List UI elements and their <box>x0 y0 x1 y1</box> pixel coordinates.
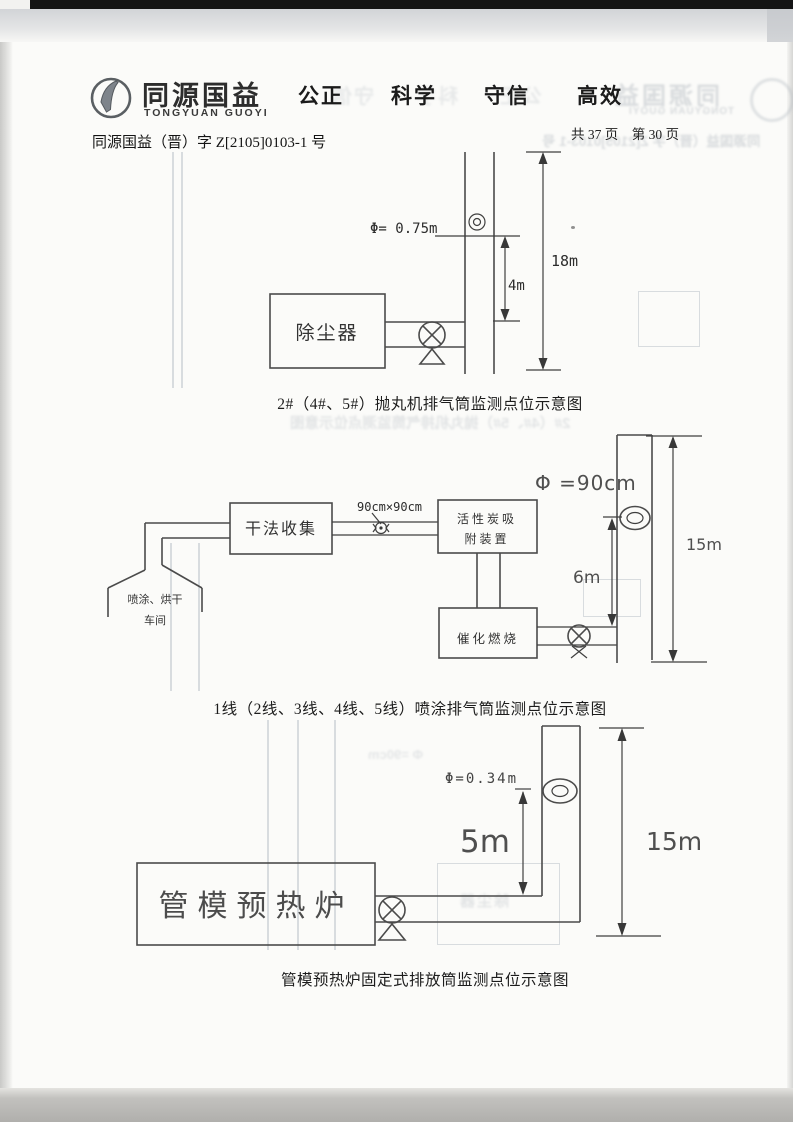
furnace-box <box>136 862 376 946</box>
arrow-up-icon <box>607 518 617 530</box>
fan-icon <box>382 900 402 920</box>
arrow-up-icon <box>617 728 627 741</box>
arrow-up-icon <box>668 436 678 448</box>
sampling-port-icon <box>385 523 390 533</box>
port-height-label: 6m <box>573 568 600 588</box>
diagram-preheating-furnace-stack: 管模预热炉 Φ=0.34m 5m 15m <box>136 725 702 946</box>
carbon-adsorber-label: 活性炭吸 <box>457 512 517 526</box>
arrow-down-icon <box>617 923 627 936</box>
bleedthrough-box <box>437 863 560 945</box>
arrow-down-icon <box>668 650 678 662</box>
slogan-word: 公正 <box>298 85 344 108</box>
scan-top-edge <box>30 0 793 9</box>
slogan-word: 科学 <box>391 85 437 108</box>
monitoring-port-icon <box>472 217 482 227</box>
slogan-word: 高效 <box>577 85 623 108</box>
stack-height-label: 15m <box>686 535 722 554</box>
scan-speck <box>571 226 575 229</box>
carbon-adsorber-box <box>437 499 538 554</box>
fan-leg <box>571 645 588 659</box>
arrow-down-icon <box>518 882 528 895</box>
arrow-up-icon <box>500 236 510 248</box>
fan-leg <box>570 645 587 659</box>
fan-outlet-triangle <box>418 347 446 365</box>
catalytic-combustion-box <box>438 607 538 659</box>
sampling-port-icon <box>372 523 377 533</box>
bleedthrough-logo-ring <box>750 78 793 122</box>
fan-icon <box>422 325 442 345</box>
arrow-up-icon <box>538 152 548 164</box>
bleedthrough-line <box>170 543 172 691</box>
document-number: 同源国益（晋）字 Z[2105]0103-1 号 <box>92 135 327 151</box>
monitoring-port-icon <box>468 213 486 231</box>
logo-icon <box>90 77 132 119</box>
scan-right-shadow <box>787 42 793 1092</box>
bleedthrough-line <box>334 720 336 950</box>
dry-collection-label: 干法收集 <box>245 520 317 538</box>
furnace-label: 管模预热炉 <box>159 890 354 923</box>
company-logo <box>88 74 134 125</box>
fan-outlet-triangle <box>377 922 407 941</box>
arrow-down-icon <box>500 309 510 321</box>
scan-top-right-shadow <box>767 9 793 42</box>
sampling-port-icon <box>379 526 383 530</box>
monitoring-port-icon <box>551 784 569 798</box>
diagram3-caption: 管模预热炉固定式排放筒监测点位示意图 <box>280 972 569 989</box>
stack-height-label: 18m <box>551 252 578 270</box>
fan-icon <box>567 624 591 648</box>
hood-slope <box>161 564 203 589</box>
company-slogan: 公正 科学 守信 高效 <box>298 80 623 110</box>
carbon-adsorber-label: 附装置 <box>464 532 509 546</box>
diagram1-caption: 2#（4#、5#）抛丸机排气筒监测点位示意图 <box>277 396 583 413</box>
hood-slope <box>107 569 146 589</box>
brand-name-en: TONGYUAN GUOYI <box>144 107 269 119</box>
diagram-spray-line-stack: 喷涂、烘干 车间 干法收集 90cm×90cm 活性炭吸 附装置 催化燃烧 <box>107 434 722 663</box>
port-height-label: 4m <box>508 278 525 294</box>
bleedthrough-brand-en: TONGYUAN GUOYI <box>628 106 735 117</box>
bleedthrough-line <box>297 720 299 950</box>
dry-collection-box <box>229 502 333 555</box>
scan-left-shadow <box>0 42 13 1092</box>
scan-bottom-edge <box>0 1088 793 1122</box>
monitoring-port-icon <box>626 511 644 525</box>
scan-top-corner <box>0 0 30 9</box>
bleedthrough-line <box>172 152 174 388</box>
duct-size-label: 90cm×90cm <box>357 500 422 514</box>
diagram2-caption: 1线（2线、3线、4线、5线）喷涂排气筒监测点位示意图 <box>213 701 607 718</box>
bleedthrough-box <box>638 291 700 347</box>
port-diameter-label: Φ= 0.75m <box>370 221 437 237</box>
bleedthrough-line <box>198 543 200 691</box>
scan-top-shadow <box>0 9 793 42</box>
arrow-down-icon <box>538 358 548 370</box>
port-diameter-label: Φ =90cm <box>535 471 637 495</box>
arrow-down-icon <box>607 614 617 626</box>
monitoring-port-icon <box>619 505 651 531</box>
port-diameter-label: Φ=0.34m <box>445 771 518 787</box>
logo-leaf-one <box>100 80 119 113</box>
arrow-up-icon <box>518 791 528 804</box>
diagram-shot-blasting-stack: 除尘器 Φ= 0.75m 4m 18m <box>269 151 578 374</box>
stack-height-label: 15m <box>646 827 702 856</box>
monitoring-port-icon <box>542 778 578 804</box>
bleedthrough-line <box>267 720 269 950</box>
catalytic-combustion-label: 催化燃烧 <box>457 631 519 646</box>
fan-icon <box>570 627 588 645</box>
workshop-label: 喷涂、烘干 <box>128 592 183 606</box>
brand-name: 同源国益 <box>142 81 262 111</box>
port-height-label: 5m <box>460 824 510 860</box>
workshop-label: 车间 <box>144 613 166 627</box>
dust-collector-label: 除尘器 <box>295 322 358 344</box>
slogan-word: 守信 <box>484 85 530 108</box>
dust-collector-box <box>269 293 386 369</box>
bleedthrough-line <box>181 152 183 388</box>
page-counter: 共 37 页 第 30 页 <box>571 127 679 142</box>
